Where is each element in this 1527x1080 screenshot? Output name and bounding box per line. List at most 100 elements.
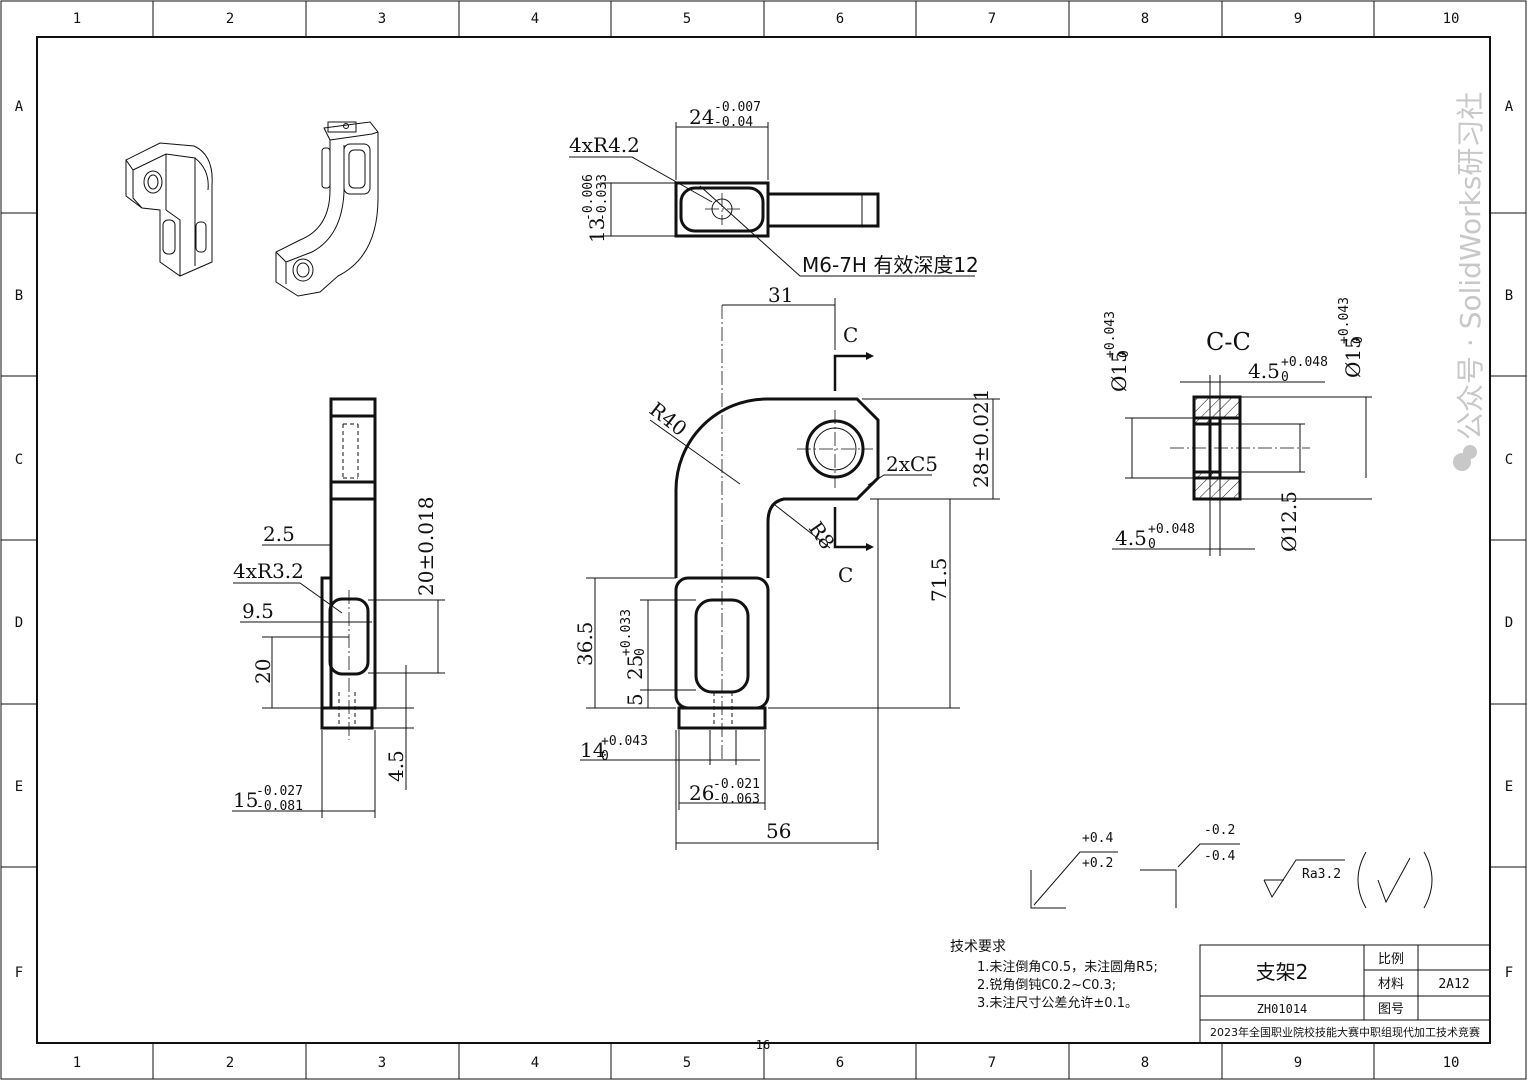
roughness-value: Ra3.2 [1302, 867, 1341, 882]
dim-14-tol-upper: +0.043 [601, 734, 648, 749]
section-top-depth-tol-upper: +0.048 [1281, 355, 1328, 370]
zone-col-label: 7 [988, 1055, 996, 1071]
section-mark-top: C [843, 323, 858, 347]
dim-28: 28±0.021 [969, 389, 993, 488]
thread-note: M6-7H 有效深度12 [802, 253, 979, 277]
side-dim-20: 20 [251, 659, 275, 684]
zone-col-label: 9 [1294, 11, 1302, 27]
zone-row-label: B [1505, 288, 1513, 304]
zone-col-label: 7 [988, 11, 996, 27]
watermark: 公众号 · SolidWorks研习社 [1453, 92, 1487, 471]
dim-14-tol-lower: 0 [601, 749, 609, 764]
dim-31: 31 [768, 283, 793, 307]
top-width-tol-upper: -0.007 [714, 100, 761, 115]
zone-row-label: D [15, 615, 23, 631]
page-number: 16 [756, 1038, 770, 1052]
zone-col-label: 9 [1294, 1055, 1302, 1071]
dim-r40: R40 [645, 397, 692, 441]
side-radius-label: 4xR3.2 [233, 559, 304, 583]
top-radius-label: 4xR4.2 [569, 133, 640, 157]
zone-row-label: C [1505, 452, 1513, 468]
top-height-tol-upper: -0.006 [581, 174, 596, 221]
dim-25-tol-upper: +0.033 [619, 609, 634, 656]
material-label: 材料 [1378, 977, 1404, 992]
front-view: C C 31 R40 R8 2xC5 28±0.021 71.5 36.5 [573, 283, 1000, 850]
side-dim-9-5: 9.5 [242, 599, 274, 623]
top-view: 24 -0.007 -0.04 4xR4.2 13 -0.006 -0.033 … [569, 100, 979, 277]
side-dim-4-5: 4.5 [384, 750, 408, 782]
zone-col-label: 5 [683, 11, 691, 27]
part-code: ZH01014 [1257, 1002, 1308, 1016]
isometric-view-right [275, 121, 379, 297]
zone-col-label: 5 [683, 1055, 691, 1071]
dim-56: 56 [766, 819, 791, 843]
isometric-view-left [125, 142, 213, 277]
side-dim-15-tol-upper: -0.027 [256, 784, 303, 799]
tol1-upper: +0.4 [1082, 831, 1113, 846]
zone-row-label: C [15, 452, 23, 468]
section-mark-bottom: C [838, 563, 853, 587]
dim-25: 25 [623, 655, 647, 680]
side-dim-2-5: 2.5 [263, 522, 295, 546]
section-bottom-depth-tol-upper: +0.048 [1148, 522, 1195, 537]
zone-col-label: 10 [1443, 11, 1460, 27]
tol1-lower: +0.2 [1082, 856, 1113, 871]
zone-col-label: 3 [378, 11, 386, 27]
competition-name: 2023年全国职业院校技能大赛中职组现代加工技术竞赛 [1210, 1025, 1480, 1039]
zone-row-label: B [15, 288, 23, 304]
zone-col-label: 1 [73, 1055, 81, 1071]
section-top-depth-tol-lower: 0 [1281, 370, 1289, 385]
section-bottom-depth-tol-lower: 0 [1148, 537, 1156, 552]
section-right-dia: Ø15 [1341, 336, 1365, 378]
tol2-lower: -0.4 [1204, 849, 1235, 864]
top-height-tol-lower: -0.033 [595, 174, 610, 221]
notes-item: 1.未注倒角C0.5，未注圆角R5; [977, 960, 1158, 975]
tol2-upper: -0.2 [1204, 823, 1235, 838]
tolerance-symbols: +0.4 +0.2 -0.2 -0.4 Ra3.2 [1030, 823, 1433, 909]
top-height-dim: 13 [585, 218, 609, 243]
section-left-dia: Ø15 [1107, 350, 1131, 392]
zone-col-label: 8 [1141, 1055, 1149, 1071]
dim-14: 14 [580, 738, 605, 762]
zone-row-label: A [1505, 99, 1514, 115]
notes-item: 2.锐角倒钝C0.2~C0.3; [977, 978, 1116, 993]
zone-col-label: 8 [1141, 11, 1149, 27]
dim-5: 5 [623, 693, 647, 706]
section-right-dia-tol-upper: +0.043 [1337, 297, 1352, 344]
top-width-tol-lower: -0.04 [714, 115, 753, 130]
zone-col-label: 10 [1443, 1055, 1460, 1071]
zone-col-label: 6 [836, 11, 844, 27]
zone-col-label: 6 [836, 1055, 844, 1071]
dim-36-5: 36.5 [573, 621, 597, 666]
zone-col-label: 1 [73, 11, 81, 27]
title-block: 支架2 比例 材料 2A12 图号 ZH01014 2023年全国职业院校技能大… [1199, 944, 1491, 1044]
side-dim-15-tol-lower: -0.081 [256, 799, 303, 814]
dim-chamfer: 2xC5 [886, 452, 938, 476]
zone-row-label: E [15, 779, 23, 795]
section-left-dia-tol-lower: 0 [1117, 350, 1132, 358]
section-bottom-depth: 4.5 [1115, 526, 1147, 550]
dim-26-tol-upper: -0.021 [713, 777, 760, 792]
drawing-no-label: 图号 [1378, 1002, 1404, 1017]
side-view: 2.5 4xR3.2 9.5 20 20±0.018 4.5 15 -0.027… [232, 397, 445, 818]
zone-col-label: 3 [378, 1055, 386, 1071]
section-view-c-c: C-C Ø15 +0.043 0 Ø15 +0.043 0 [1103, 297, 1372, 556]
zone-row-label: E [1505, 779, 1513, 795]
side-dim-20-tol: 20±0.018 [414, 497, 438, 596]
dim-71-5: 71.5 [927, 557, 951, 602]
notes-item: 3.未注尺寸公差允许±0.1。 [977, 995, 1138, 1011]
section-title: C-C [1206, 328, 1251, 356]
top-width-dim: 24 [689, 105, 714, 129]
zone-row-label: F [15, 965, 23, 981]
zone-col-label: 2 [226, 11, 234, 27]
section-inner-dia: Ø12.5 [1277, 491, 1301, 552]
zone-row-label: F [1505, 965, 1513, 981]
zone-row-label: D [1505, 615, 1513, 631]
scale-label: 比例 [1378, 952, 1404, 967]
dim-25-tol-lower: 0 [633, 648, 648, 656]
technical-notes: 技术要求 1.未注倒角C0.5，未注圆角R5; 2.锐角倒钝C0.2~C0.3;… [950, 939, 1158, 1011]
notes-heading: 技术要求 [950, 939, 1006, 955]
zone-row-label: A [15, 99, 24, 115]
